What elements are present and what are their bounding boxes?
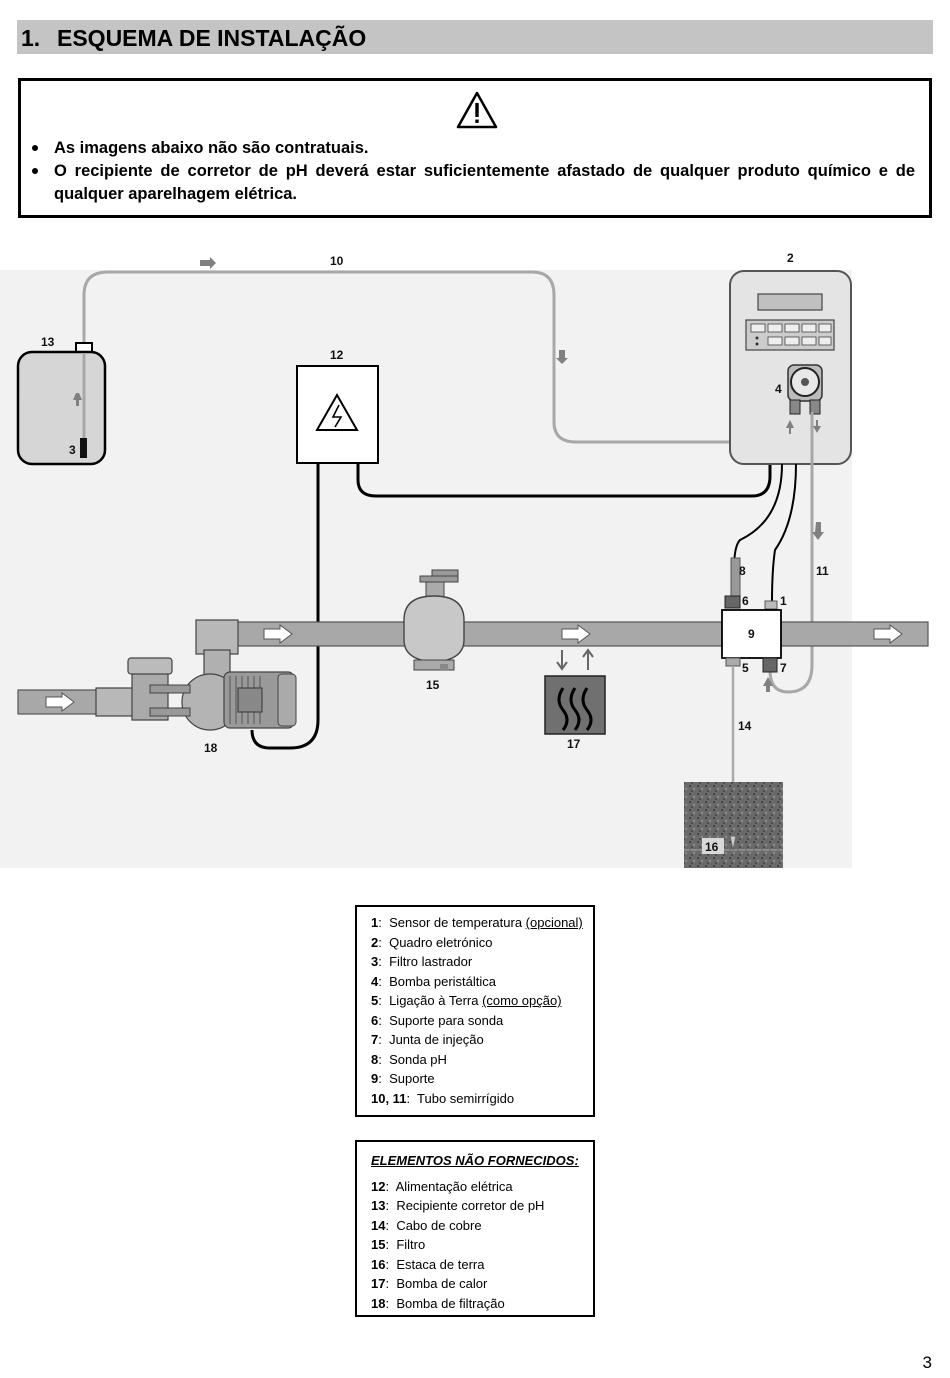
warning-triangle-icon — [456, 91, 498, 129]
label-8: 8 — [739, 564, 746, 578]
probe-support — [721, 557, 782, 673]
legend-item: 17: Bomba de calor — [371, 1276, 488, 1291]
flow-arrow-icon — [561, 624, 591, 644]
legend-item: 12: Alimentação elétrica — [371, 1178, 513, 1194]
label-7: 7 — [780, 661, 787, 675]
section-header: 1. ESQUEMA DE INSTALAÇÃO — [17, 20, 933, 54]
label-10: 10 — [330, 254, 344, 268]
probe-cable — [733, 463, 783, 571]
label-18: 18 — [204, 741, 218, 755]
tube-11 — [768, 412, 814, 694]
legend-item: 8: Sonda pH — [371, 1051, 447, 1067]
legend-item: 10, 11: Tubo semirrígido — [371, 1090, 515, 1106]
label-17: 17 — [567, 737, 581, 751]
legend-item: 1: Sensor de temperatura (opcional) — [371, 915, 583, 930]
label-13: 13 — [41, 335, 55, 349]
section-title: ESQUEMA DE INSTALAÇÃO — [57, 25, 367, 51]
flow-arrow-icon — [263, 624, 293, 644]
ground-soil — [684, 782, 783, 868]
legend-item: 7: Junta de injeção — [371, 1032, 484, 1047]
flow-arrow-icon — [73, 393, 82, 406]
ground-stake — [729, 835, 737, 851]
label-2: 2 — [787, 251, 794, 265]
ph-corrector-tank — [16, 342, 107, 466]
flow-arrow-icon — [786, 420, 794, 434]
label-15: 15 — [426, 678, 440, 692]
label-6: 6 — [742, 594, 749, 608]
filtration-pump — [95, 619, 297, 731]
diagram-background — [0, 270, 852, 868]
legend-item: 5: Ligação à Terra (como opção) — [371, 993, 562, 1008]
pump-cable — [250, 462, 320, 750]
legend-not-supplied-title: ELEMENTOS NÃO FORNECIDOS: — [371, 1153, 579, 1168]
legend-item: 3: Filtro lastrador — [371, 954, 473, 969]
page-number: 3 — [922, 1353, 932, 1372]
electrical-supply-box — [296, 365, 379, 464]
flow-arrow-icon — [812, 522, 824, 540]
legend-item: 9: Suporte — [371, 1071, 435, 1086]
label-14: 14 — [738, 719, 752, 733]
label-11: 11 — [816, 564, 829, 578]
legend-item: 4: Bomba peristáltica — [371, 973, 497, 989]
label-4: 4 — [775, 382, 782, 396]
heat-pump — [544, 648, 606, 735]
tube-10 — [82, 270, 792, 444]
flow-arrow-icon — [813, 420, 821, 433]
legend-supplied: 1: Sensor de temperatura (opcional) 2: Q… — [355, 905, 595, 1117]
legend-item: 18: Bomba de filtração — [371, 1295, 505, 1311]
label-12: 12 — [330, 348, 344, 362]
electronic-control-panel — [729, 270, 852, 465]
flow-arrow-icon — [45, 692, 75, 712]
warning-item: O recipiente de corretor de pH deverá es… — [21, 160, 915, 206]
label-5: 5 — [742, 661, 749, 675]
flow-arrow-icon — [763, 677, 773, 692]
label-1: 1 — [780, 594, 787, 608]
peristaltic-pump — [787, 364, 823, 415]
warning-list: As imagens abaixo não são contratuais. O… — [21, 137, 925, 206]
flow-arrow-icon — [200, 257, 216, 269]
flow-arrow-icon — [873, 624, 903, 644]
sensor-cable — [771, 463, 797, 603]
section-number: 1. — [21, 25, 41, 51]
label-9: 9 — [748, 627, 755, 641]
sand-filter — [403, 569, 465, 671]
legend-item: 14: Cabo de cobre — [371, 1217, 482, 1233]
label-3: 3 — [69, 443, 76, 457]
legend-item: 15: Filtro — [371, 1237, 426, 1252]
legend-not-supplied: ELEMENTOS NÃO FORNECIDOS: 12: Alimentaçã… — [355, 1140, 595, 1317]
warning-box: As imagens abaixo não são contratuais. O… — [18, 78, 932, 218]
power-cable — [356, 462, 772, 498]
installation-diagram: 10 2 13 12 4 3 8 11 6 1 9 5 7 15 14 18 1… — [0, 251, 929, 868]
legend-item: 16: Estaca de terra — [371, 1256, 485, 1272]
legend-item: 13: Recipiente corretor de pH — [371, 1198, 545, 1213]
warning-item: As imagens abaixo não são contratuais. — [21, 137, 915, 160]
legend-item: 6: Suporte para sonda — [371, 1012, 504, 1028]
legend-item: 2: Quadro eletrónico — [371, 934, 493, 950]
label-16: 16 — [705, 840, 719, 854]
flow-arrow-icon — [556, 350, 568, 364]
